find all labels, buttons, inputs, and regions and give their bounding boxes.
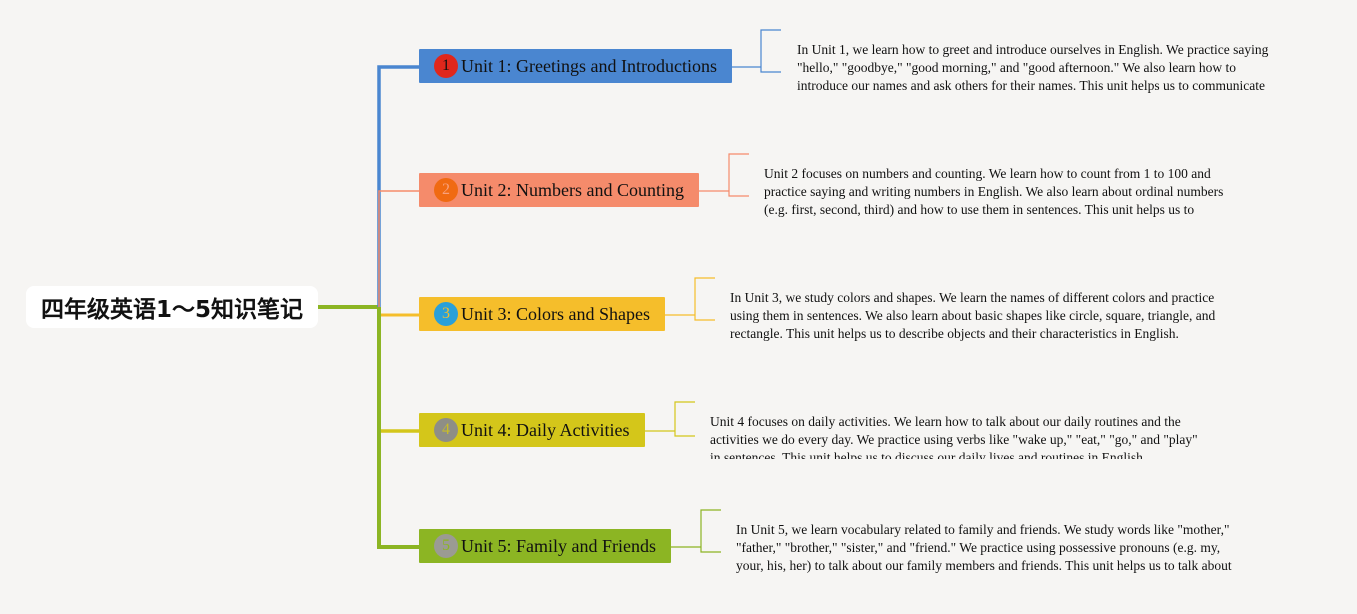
unit-1-number-badge: 1 (434, 54, 458, 78)
unit-3-number-badge: 3 (434, 302, 458, 326)
unit-2-note: Unit 2 focuses on numbers and counting. … (764, 166, 1224, 222)
unit-5-node[interactable]: 5 Unit 5: Family and Friends (419, 529, 671, 563)
unit-4-number-badge: 4 (434, 418, 458, 442)
unit-3-node[interactable]: 3 Unit 3: Colors and Shapes (419, 297, 665, 331)
unit-5-number-badge: 5 (434, 534, 458, 558)
unit-1-note: In Unit 1, we learn how to greet and int… (797, 42, 1269, 98)
unit-5-label: Unit 5: Family and Friends (461, 535, 656, 556)
unit-4-label: Unit 4: Daily Activities (461, 419, 630, 440)
unit-4-node[interactable]: 4 Unit 4: Daily Activities (419, 413, 645, 447)
unit-1-node[interactable]: 1 Unit 1: Greetings and Introductions (419, 49, 732, 83)
unit-5-note: In Unit 5, we learn vocabulary related t… (736, 522, 1232, 578)
unit-2-node[interactable]: 2 Unit 2: Numbers and Counting (419, 173, 699, 207)
unit-3-note: In Unit 3, we study colors and shapes. W… (730, 290, 1216, 341)
unit-3-label: Unit 3: Colors and Shapes (461, 303, 650, 324)
unit-2-number-badge: 2 (434, 178, 458, 202)
root-title: 四年级英语1～5知识笔记 (40, 297, 303, 323)
root-topic[interactable]: 四年级英语1～5知识笔记 (26, 286, 318, 328)
unit-4-note: Unit 4 focuses on daily activities. We l… (710, 414, 1198, 459)
unit-2-label: Unit 2: Numbers and Counting (461, 179, 684, 200)
unit-1-label: Unit 1: Greetings and Introductions (461, 55, 717, 76)
